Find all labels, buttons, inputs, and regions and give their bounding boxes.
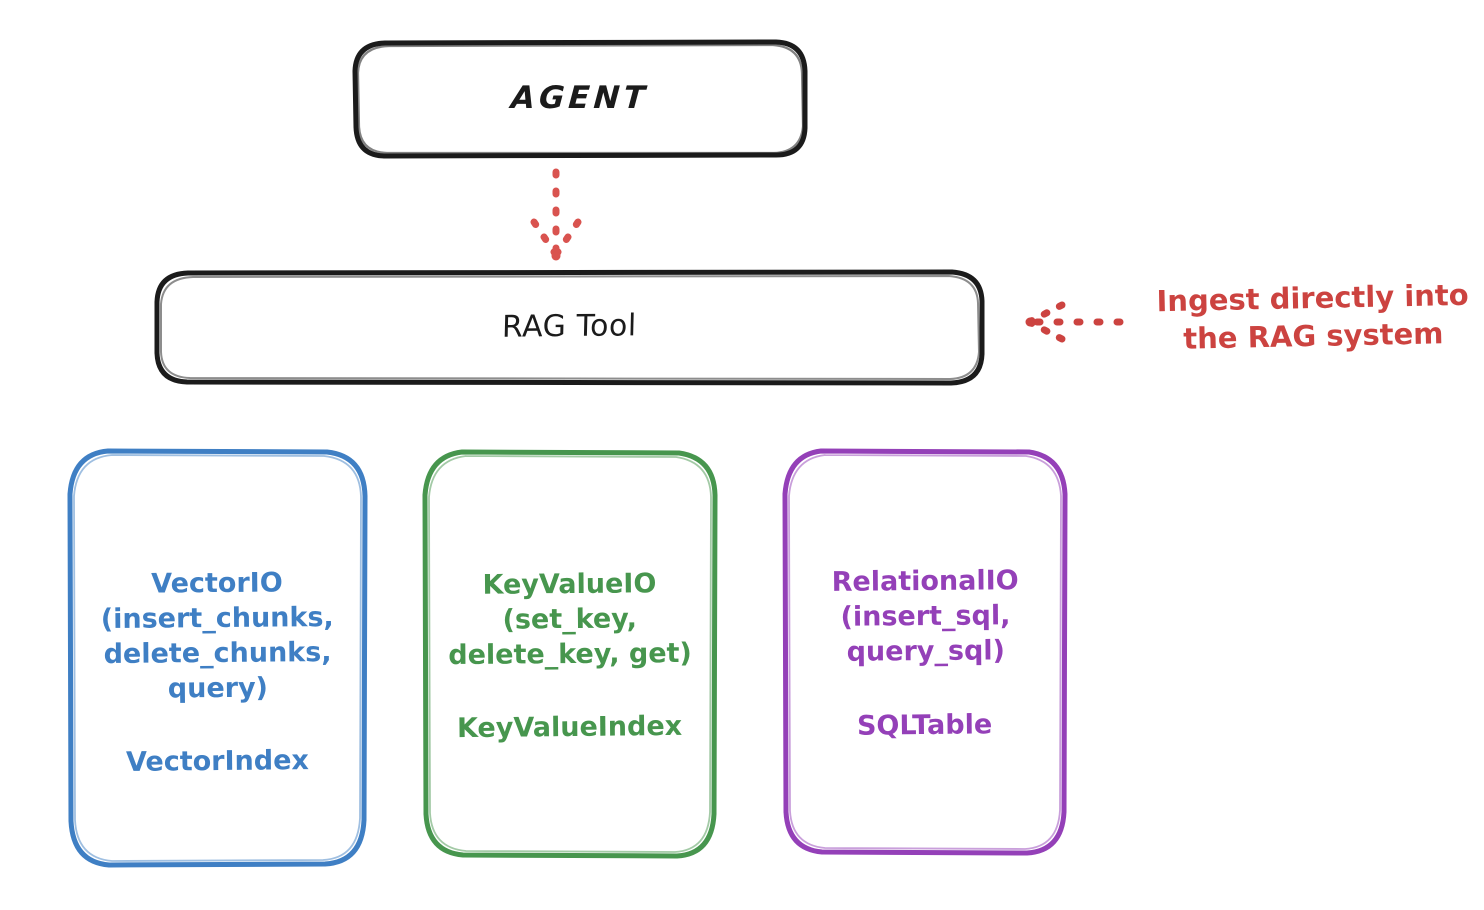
vector-index-label: VectorIndex [125, 745, 310, 779]
keyvalue-io-card-outline [422, 449, 718, 859]
relational-io-api-label: RelationalIO (insert_sql, query_sql) [831, 565, 1019, 669]
relational-io-node[interactable]: RelationalIO (insert_sql, query_sql) SQL… [785, 450, 1065, 853]
vector-io-api-label: VectorIO (insert_chunks, delete_chunks, … [100, 567, 334, 705]
vector-io-card-outline [67, 448, 368, 868]
agent-node[interactable]: AGENT [355, 42, 805, 156]
agent-label: AGENT [509, 80, 651, 117]
vector-io-node[interactable]: VectorIO (insert_chunks, delete_chunks, … [70, 450, 365, 865]
agent-to-rag-dotted-arrow [530, 168, 582, 261]
keyvalue-index-label: KeyValueIndex [457, 710, 683, 745]
rag-tool-box-outline [154, 269, 985, 386]
ingest-annotation-text: Ingest directly into the RAG system [1156, 277, 1469, 356]
ingest-dotted-arrow [1025, 301, 1124, 343]
rag-tool-label: RAG Tool [501, 308, 638, 345]
rag-tool-node[interactable]: RAG Tool [157, 272, 982, 383]
sql-table-label: SQLTable [857, 708, 993, 742]
agent-box-outline [352, 39, 808, 159]
keyvalue-io-api-label: KeyValueIO (set_key, delete_key, get) [448, 568, 693, 672]
keyvalue-io-node[interactable]: KeyValueIO (set_key, delete_key, get) Ke… [425, 452, 715, 856]
relational-io-card-outline [782, 448, 1068, 856]
